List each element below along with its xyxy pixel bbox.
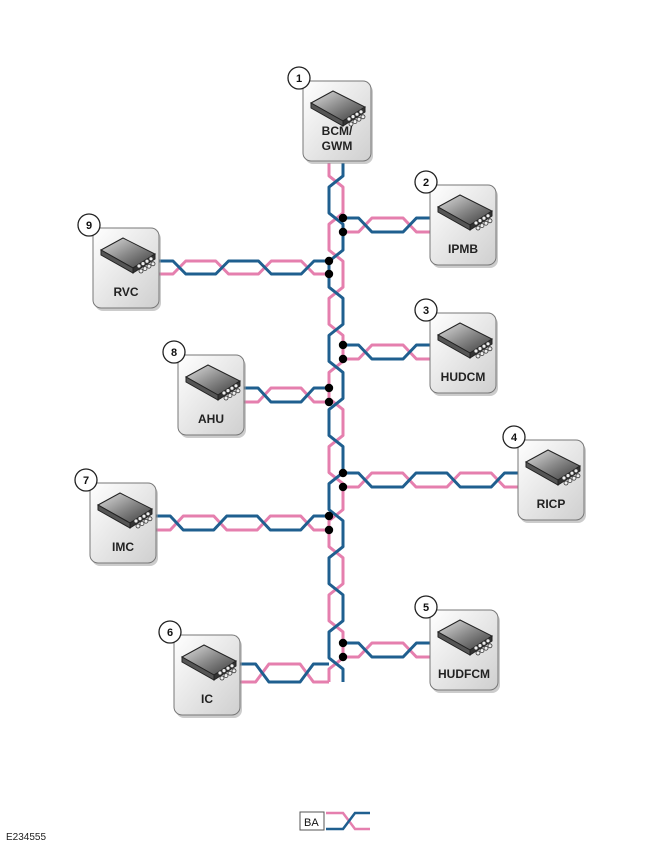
module-label: RICP: [537, 497, 566, 511]
callout-number-circle: [414, 298, 438, 322]
callout-number: 3: [423, 305, 429, 317]
legend: BA: [299, 811, 370, 831]
legend-code-box: [299, 811, 325, 831]
module-ipmb: IPMB 2: [414, 170, 498, 268]
branch-ahu: [243, 386, 329, 404]
junction-dot: [324, 511, 334, 521]
callout-number-circle: [414, 595, 438, 619]
junction-dot: [338, 227, 348, 237]
callout-number: 9: [86, 220, 92, 232]
legend-code: BA: [304, 817, 319, 829]
junction-dot: [338, 340, 348, 350]
junction-dot: [338, 468, 348, 478]
module-imc: IMC 7: [74, 468, 158, 566]
ecu-module-icon: [309, 90, 367, 127]
callout-number-circle: [158, 620, 182, 644]
callout-number: 8: [171, 347, 177, 359]
callout-number: 6: [167, 627, 173, 639]
junction-dot: [324, 525, 334, 535]
module-hudfcm: HUDFCM 5: [414, 595, 500, 693]
module-label: AHU: [198, 412, 224, 426]
ecu-module-icon: [436, 322, 494, 359]
callout-number: 4: [511, 432, 518, 444]
callout-number-circle: [74, 468, 98, 492]
callout-number-circle: [287, 66, 311, 90]
module-rvc: RVC 9: [77, 213, 161, 311]
callout-number: 7: [83, 475, 89, 487]
callout-number: 2: [423, 177, 429, 189]
ecu-module-icon: [436, 619, 494, 656]
module-label: BCM/: [322, 124, 353, 138]
ecu-module-icon: [99, 237, 157, 274]
module-label: IPMB: [448, 242, 478, 256]
module-label: GWM: [322, 139, 353, 153]
ecu-module-icon: [96, 492, 154, 529]
junction-dot: [338, 354, 348, 364]
can-bus-wiring: [155, 163, 520, 684]
figure-reference: E234555: [6, 832, 46, 843]
twisted-pair-icon: [326, 811, 370, 831]
branch-hudfcm: [343, 641, 432, 659]
branch-rvc: [158, 259, 329, 276]
main-trunk-twisted-pair: [327, 163, 345, 682]
branch-hudcm: [343, 343, 432, 361]
ecu-module-icon: [436, 194, 494, 231]
junction-dot: [324, 256, 334, 266]
callout-number-circle: [502, 425, 526, 449]
module-ahu: AHU 8: [162, 340, 246, 438]
branch-ricp: [343, 471, 520, 489]
ecu-module-icon: [524, 449, 582, 486]
module-label: IMC: [112, 540, 134, 554]
bus-junctions: [324, 213, 348, 662]
callout-number: 1: [296, 73, 302, 85]
branch-imc: [155, 514, 329, 532]
junction-dot: [338, 638, 348, 648]
module-label: IC: [201, 692, 213, 706]
module-hudcm: HUDCM 3: [414, 298, 498, 396]
ecu-module-icon: [180, 644, 238, 681]
junction-dot: [324, 269, 334, 279]
ecu-module-icon: [184, 364, 242, 401]
module-label: HUDFCM: [438, 667, 490, 681]
module-label: HUDCM: [441, 370, 486, 384]
callout-number-circle: [414, 170, 438, 194]
callout-number: 5: [423, 602, 429, 614]
branch-ipmb: [343, 216, 432, 234]
callout-number-circle: [77, 213, 101, 237]
junction-dot: [324, 383, 334, 393]
junction-dot: [324, 397, 334, 407]
module-ricp: RICP 4: [502, 425, 586, 523]
junction-dot: [338, 213, 348, 223]
callout-number-circle: [162, 340, 186, 364]
junction-dot: [338, 652, 348, 662]
branch-ic: [240, 662, 329, 684]
module-ic: IC 6: [158, 620, 242, 718]
module-bcmgwm: BCM/GWM 1: [287, 66, 373, 164]
module-label: RVC: [113, 285, 138, 299]
junction-dot: [338, 482, 348, 492]
